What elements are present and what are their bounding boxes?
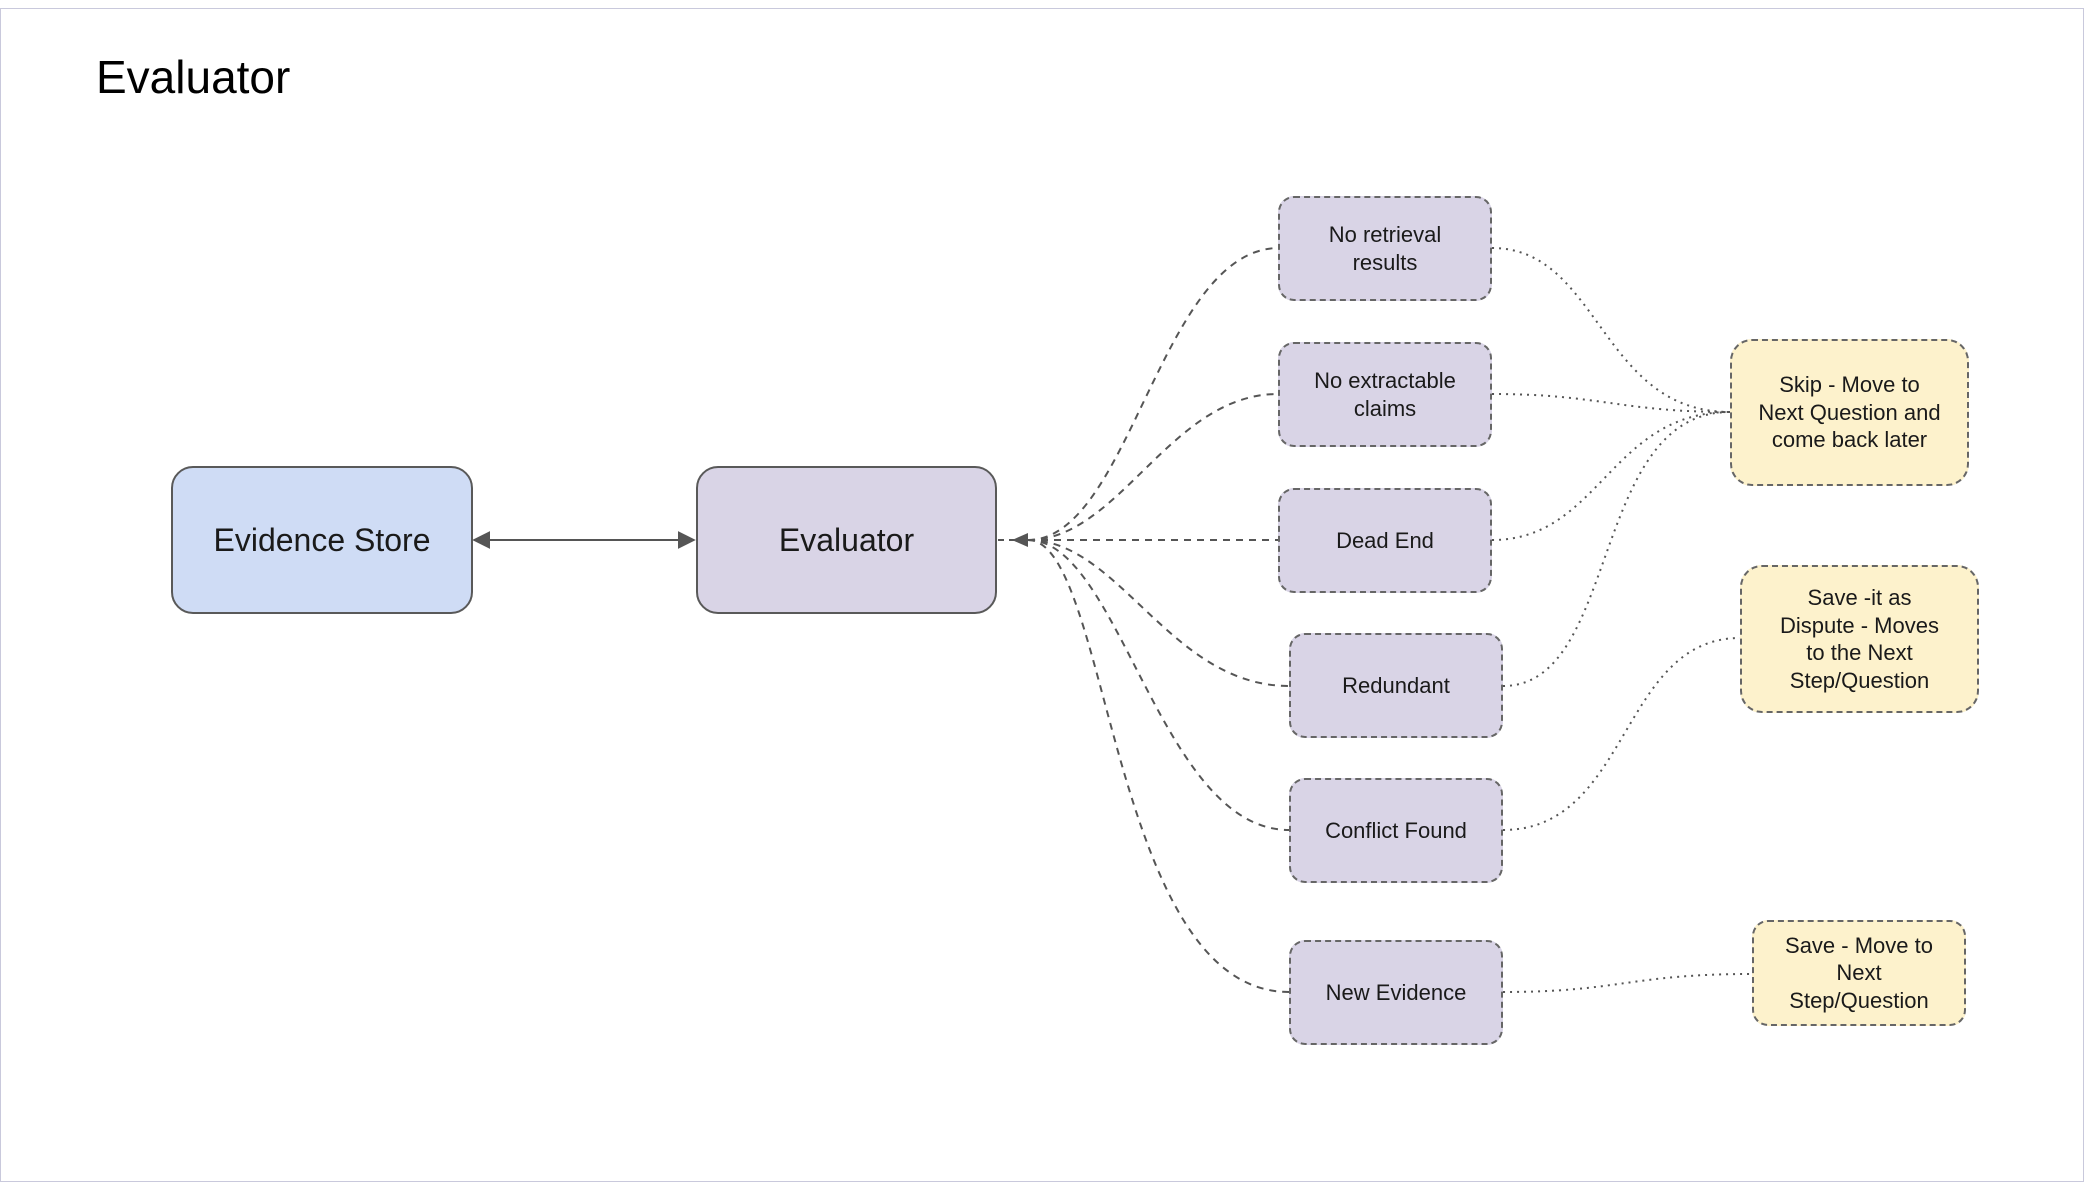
outcome-redundant-label: Redundant <box>1342 672 1450 698</box>
outcome-dead-end-label: Dead End <box>1336 527 1434 553</box>
action-save-dispute-label: Save -it as Dispute - Moves to the Next … <box>1780 585 1939 693</box>
outcome-no-claims[interactable]: No extractable claims <box>1278 342 1492 447</box>
outcome-new-evidence-label: New Evidence <box>1325 979 1467 1005</box>
edge-conflict-dispute <box>1502 637 1741 831</box>
action-skip-label: Skip - Move to Next Question and come ba… <box>1758 372 1941 453</box>
outcome-new-evidence[interactable]: New Evidence <box>1289 940 1503 1045</box>
evaluator-label: Evaluator <box>778 522 915 558</box>
edge-redundant-skip <box>1502 411 1731 687</box>
outcome-no-retrieval[interactable]: No retrieval results <box>1278 196 1492 301</box>
evidence-store-label: Evidence Store <box>213 522 431 558</box>
outcome-conflict-found-label: Conflict Found <box>1325 817 1467 843</box>
edge-to-no-retrieval <box>1027 247 1279 541</box>
edge-no-retrieval-skip <box>1491 247 1731 413</box>
fan-arrowhead <box>1012 533 1028 547</box>
action-save-next-label: Save - Move to Next Step/Question <box>1785 932 1933 1013</box>
action-save-dispute[interactable]: Save -it as Dispute - Moves to the Next … <box>1740 565 1979 713</box>
outcome-conflict-found[interactable]: Conflict Found <box>1289 778 1503 883</box>
edge-to-conflict <box>1027 539 1290 831</box>
edge-no-claims-skip <box>1491 393 1731 413</box>
edge-to-no-claims <box>1027 393 1279 541</box>
edge-to-redundant <box>1027 539 1290 687</box>
outcome-no-retrieval-label: No retrieval results <box>1328 222 1442 275</box>
evidence-store-node[interactable]: Evidence Store <box>171 466 473 614</box>
page-title: Evaluator <box>96 51 291 103</box>
outcome-no-claims-label: No extractable claims <box>1314 368 1456 421</box>
evaluator-node[interactable]: Evaluator <box>696 466 997 614</box>
edge-to-new-evidence <box>1027 539 1290 993</box>
edge-dead-end-skip <box>1491 411 1731 541</box>
action-skip[interactable]: Skip - Move to Next Question and come ba… <box>1730 339 1969 486</box>
outcome-redundant[interactable]: Redundant <box>1289 633 1503 738</box>
edge-new-evidence-save <box>1502 973 1753 993</box>
outcome-dead-end[interactable]: Dead End <box>1278 488 1492 593</box>
action-save-next[interactable]: Save - Move to Next Step/Question <box>1752 920 1966 1026</box>
